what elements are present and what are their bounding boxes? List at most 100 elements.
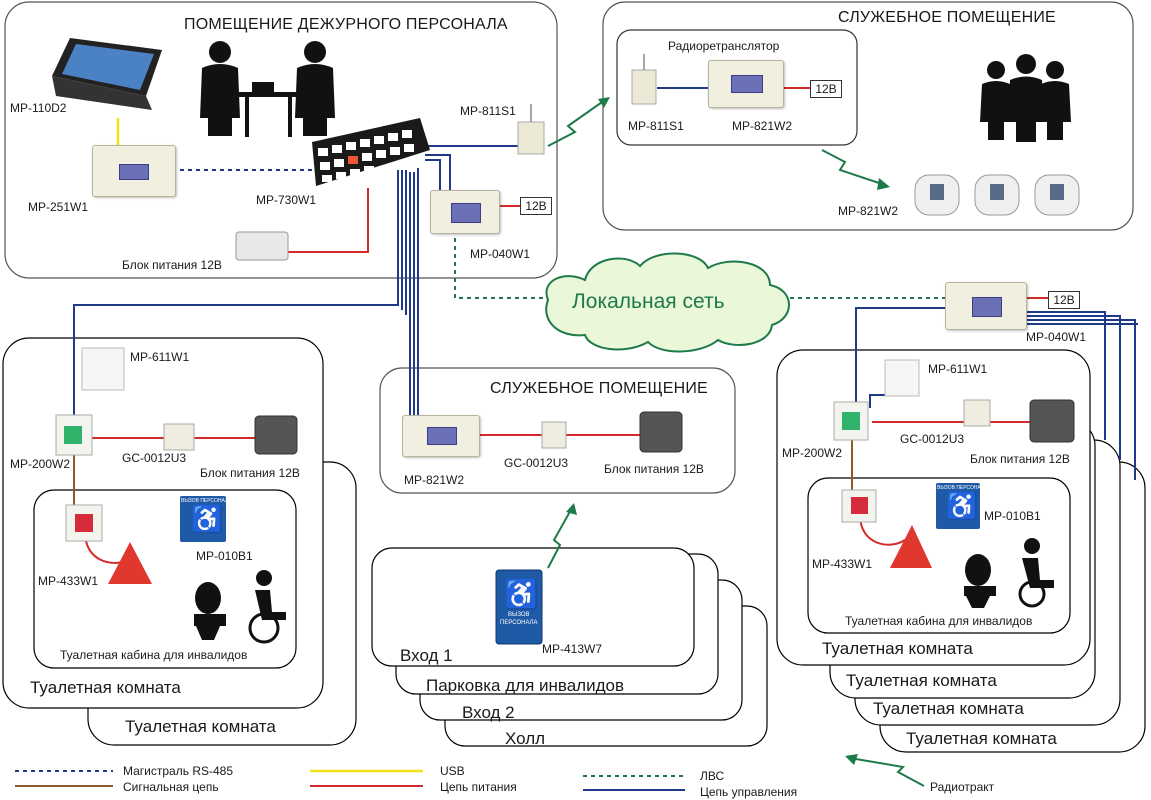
sign-bottom-text-1: ВЫЗОВ [508, 612, 530, 618]
sign-bottom-text-2: ПЕРСОНАЛА [500, 620, 538, 626]
lan-cloud [545, 252, 790, 353]
label-right-mp611w1: МР-611W1 [928, 362, 988, 376]
ctrl-right-b [1025, 311, 1106, 440]
legend-signal: Сигнальная цепь [123, 780, 219, 794]
psu-duty-icon [235, 231, 289, 261]
label-mp413w7: МР-413W7 [542, 642, 603, 656]
wheelchair-sign-bottom-glyph: ♿ [504, 579, 539, 610]
legend-lan: ЛВС [700, 769, 725, 783]
v12-duty-box: 12В [520, 197, 552, 215]
power-duty [288, 188, 369, 253]
label-right-mp200w2: МР-200W2 [782, 446, 843, 460]
label-right-psu: Блок питания 12В [970, 452, 1070, 466]
left-toilet-back-label: Туалетная комната [125, 717, 276, 736]
label-mp811s1-duty: МР-811S1 [460, 104, 516, 118]
label-mp251w1: МР-251W1 [28, 200, 89, 214]
radio-arrow-watch [821, 149, 886, 186]
mp821w2-service-device [708, 60, 784, 108]
label-right-gc: GC-0012U3 [900, 432, 965, 446]
mp611w1-left-icon [81, 347, 125, 391]
mp433w1-left-icon [65, 504, 152, 584]
lan-cloud-label: Локальная сеть [572, 290, 725, 313]
entrance-label-3: Вход 2 [462, 703, 515, 722]
wheelchair-sign-left-glyph: ♿ [191, 504, 224, 534]
mp821w2-mid-device [402, 415, 480, 457]
mp251w1-device [92, 145, 176, 197]
legend-usb: USB [440, 764, 465, 778]
left-toilet-front-label: Туалетная комната [30, 678, 181, 697]
mp010b1-right-icon [936, 483, 980, 529]
label-right-mp010b1: МР-010B1 [984, 509, 1041, 523]
right-toilet-label-2: Туалетная комната [846, 671, 997, 690]
label-repeater: Радиоретранслятор [668, 39, 780, 53]
legend-radio: Радиотракт [930, 780, 995, 794]
mp040w1-duty-device [430, 190, 500, 234]
mp010b1-left-icon [180, 496, 226, 542]
mp433w1-right-icon [841, 489, 932, 568]
label-mp040w1-right: МР-040W1 [1026, 330, 1087, 344]
duty-room-title: ПОМЕЩЕНИЕ ДЕЖУРНОГО ПЕРСОНАЛА [184, 16, 508, 33]
ctrl-left-trunk [73, 170, 399, 415]
right-cabin-label: Туалетная кабина для инвалидов [845, 614, 1033, 628]
sign-left-text: ВЫЗОВ ПЕРСОНАЛА [181, 498, 232, 504]
service-room-top-title: СЛУЖЕБНОЕ ПОМЕЩЕНИЕ [838, 9, 1056, 26]
mp040w1-right-device [945, 282, 1027, 330]
label-right-mp433w1: МР-433W1 [812, 557, 873, 571]
right-toilet-label-1: Туалетная комната [822, 639, 973, 658]
label-mp040w1-duty: МР-040W1 [470, 247, 531, 261]
label-left-psu: Блок питания 12В [200, 466, 300, 480]
label-left-mp200w2: МР-200W2 [10, 457, 71, 471]
gc-mid-icon [541, 421, 567, 449]
right-toilet-label-4: Туалетная комната [906, 729, 1057, 748]
duty-staff-icon [200, 41, 335, 137]
psu-mid-icon [639, 411, 683, 453]
signal-right-cord [859, 514, 906, 546]
mp110d2-device-icon [52, 38, 162, 110]
mp200w2-right-icon [833, 401, 869, 441]
lan-line-left [454, 238, 545, 299]
entrance-label-1: Вход 1 [400, 646, 453, 665]
gc-left-icon [163, 423, 195, 451]
mp730w1-device-icon [312, 118, 430, 186]
label-mp821w2-service: МР-821W2 [732, 119, 793, 133]
service-staff-icon [980, 54, 1071, 142]
gc-right-icon [963, 399, 991, 427]
v12-right-box: 12В [1048, 291, 1080, 309]
mp611w1-right-icon [884, 359, 920, 397]
label-left-mp611w1: МР-611W1 [130, 350, 190, 364]
entrance-label-4: Холл [505, 729, 546, 748]
toilet-right-icon [964, 554, 996, 608]
toilet-left-icon [194, 582, 226, 640]
psu-left-icon [254, 415, 298, 455]
right-toilet-label-3: Туалетная комната [873, 699, 1024, 718]
label-mp821w2-watches: МР-821W2 [838, 204, 899, 218]
mp811s1-duty-icon [517, 121, 545, 155]
label-mid-mp821w2: МР-821W2 [404, 473, 465, 487]
wheelchair-user-left-icon [248, 570, 286, 644]
label-left-mp010b1: МР-010B1 [196, 549, 253, 563]
v12-repeater-box: 12В [810, 80, 842, 98]
mp413w7-icon [495, 569, 543, 645]
label-mp811s1-service: МР-811S1 [628, 119, 684, 133]
label-mid-gc: GC-0012U3 [504, 456, 569, 470]
wheelchair-sign-right-glyph: ♿ [946, 491, 979, 521]
label-mp730w1: МР-730W1 [256, 193, 317, 207]
mp200w2-left-icon [55, 414, 93, 456]
label-left-gc: GC-0012U3 [122, 451, 187, 465]
ctrl-duty-040 [425, 154, 451, 192]
label-mid-psu: Блок питания 12В [604, 462, 704, 476]
legend-power: Цепь питания [440, 780, 517, 794]
radio-arrow-top [547, 99, 606, 147]
legend-rs485: Магистраль RS-485 [123, 764, 234, 778]
radio-arrow-mid [547, 507, 573, 569]
left-cabin-label: Туалетная кабина для инвалидов [60, 648, 248, 662]
psu-right-icon [1029, 399, 1075, 443]
legend-control: Цепь управления [700, 785, 798, 799]
service-room-mid-title: СЛУЖЕБНОЕ ПОМЕЩЕНИЕ [490, 380, 708, 397]
label-left-mp433w1: МР-433W1 [38, 574, 99, 588]
label-psu-duty: Блок питания 12В [122, 258, 222, 272]
sign-right-text: ВЫЗОВ ПЕРСОНАЛА [937, 485, 988, 491]
entrance-label-2: Парковка для инвалидов [426, 676, 624, 695]
